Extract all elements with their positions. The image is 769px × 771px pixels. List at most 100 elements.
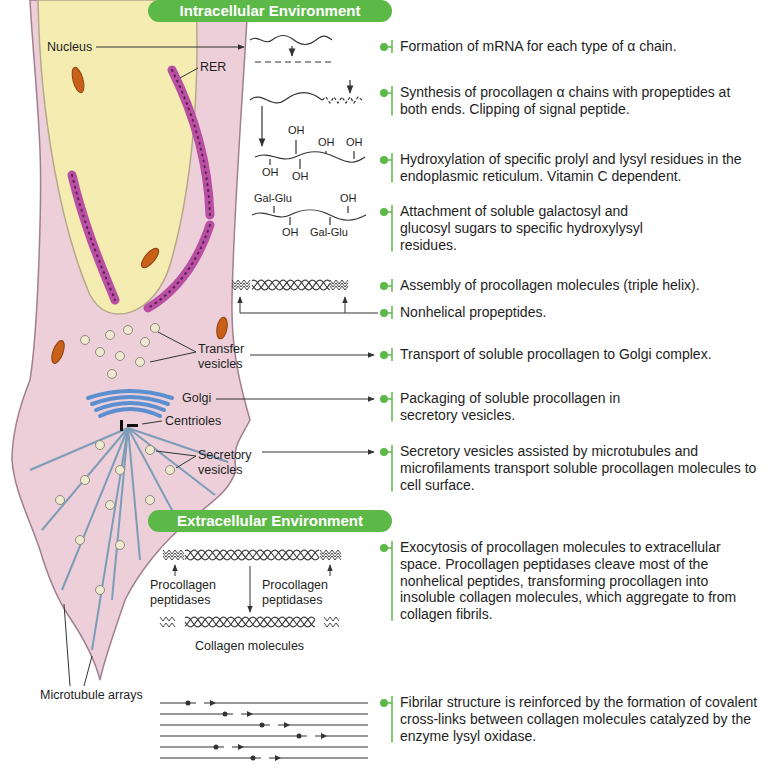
bullet-bars-part [391,392,393,422]
microtubules-part [92,428,128,650]
leader-lines-part [64,604,70,686]
group-label: OH [318,136,335,149]
collagen-fibrils-part [241,713,368,714]
propeptide-bracket-part [345,297,346,313]
section-banner: Intracellular Environment [148,0,392,22]
helix-sketches-part [320,556,341,560]
peptidase-arrows-part [175,565,176,576]
vesicles-part [81,336,90,345]
step-text: Packaging of soluble procollagen in secr… [400,390,662,424]
rer-tubes-part [172,70,210,215]
helix-sketches-part [330,283,348,287]
leader-lines-part [150,352,196,362]
microtubules-part [112,428,128,600]
vesicles-part [136,358,145,367]
helix-sketches-part [185,550,319,560]
collagen-fibrils-part [269,757,368,758]
helix-sketches-part [163,556,184,560]
hydroxylation-sketch-part [295,140,296,154]
centrioles-part [120,420,123,431]
vesicles-part [106,331,115,340]
group-label: OH [340,192,357,205]
bullet-bars-part [391,279,393,292]
bullet-bars-part [391,696,393,742]
alpha-chain-sketch-part [261,106,262,146]
group-label: OH [346,136,363,149]
leader-lines-part [156,451,196,456]
glycosylation-sketch-part [347,206,348,213]
collagen-fibrils-part [160,702,196,703]
leader-lines-part [96,47,244,48]
helix-sketches-part [232,280,250,284]
centrioles-part [127,424,138,427]
bullet-bars-part [384,312,392,314]
vesicles-part [151,324,160,333]
alpha-chain-sketch-part [349,80,350,93]
glycosylation-sketch-part [329,217,330,225]
collagen-fibrils-part [275,755,281,761]
helix-sketches-part [324,623,339,627]
alpha-chain-sketch-part [250,93,322,103]
collagen-fibrils-part [160,724,270,725]
collagen-fibrils-part [232,746,368,747]
collagen-fibrils-part [278,724,368,725]
mrna-sketch-part [291,46,292,56]
vesicles-part [146,446,155,455]
leader-lines-part [84,656,92,686]
leader-lines-part [262,452,374,453]
mitochondria-part [138,246,161,271]
glycosylation-sketch-part [273,206,274,213]
bullet-bars-part [384,211,392,213]
bullet-bars-part [391,86,393,116]
banner-title: Intracellular Environment [158,2,382,20]
collagen-fibrils-part [223,712,228,717]
part-label: Golgi [182,391,211,406]
step-text: Formation of mRNA for each type of α cha… [400,38,756,55]
collagen-fibrils-part [160,757,261,758]
leader-lines-part [216,399,374,400]
collagen-fibrils-part [321,733,327,739]
vesicles-part [116,466,125,475]
banner-title: Extracellular Environment [158,512,382,530]
hydroxylation-sketch-part [353,151,354,159]
collagen-fibrils-part [160,735,307,736]
step-text: Secretory vesicles assisted by microtubu… [400,443,762,493]
rer-tubes-part [148,225,210,308]
helix-sketches-part [324,617,339,621]
step-text: Exocytosis of procollagen molecules to e… [400,539,762,623]
collagen-fibrils-part [297,734,302,739]
group-label: Gal-Glu [254,192,292,205]
collagen-fibrils-part [186,701,191,706]
cell-body-part [12,0,250,680]
glycosylation-sketch-part [289,217,290,225]
alpha-chain-sketch [250,80,362,146]
peptidase-arrows-part [330,565,331,576]
mitochondria-part [70,66,86,94]
part-label: Procollagen peptidases [262,578,344,608]
helix-sketches-part [185,617,315,627]
bullet-bars-part [391,306,393,319]
propeptide-bracket [240,297,378,313]
rer-tubes [72,70,210,308]
helix-sketches-part [160,623,175,627]
helix-sketches-part [185,550,319,560]
peptidase-arrows-part [250,566,251,612]
vesicles-part [116,352,125,361]
helix-sketches-part [185,617,315,627]
collagen-fibrils-part [214,745,219,750]
vesicles-part [108,370,117,379]
mrna-sketch-part [250,36,332,45]
helix-sketches-part [252,280,330,290]
group-label: OH [292,170,309,183]
bullet-bars-part [384,285,392,287]
mitochondria-part [215,316,229,339]
step-text: Transport of soluble procollagen to Golg… [400,346,762,363]
helix-sketches-part [330,286,348,290]
step-text: Attachment of soluble galactosyl and glu… [400,203,662,253]
bullet-bars-part [384,702,392,704]
group-label: OH [288,124,305,137]
rer-tubes-part [148,225,210,308]
